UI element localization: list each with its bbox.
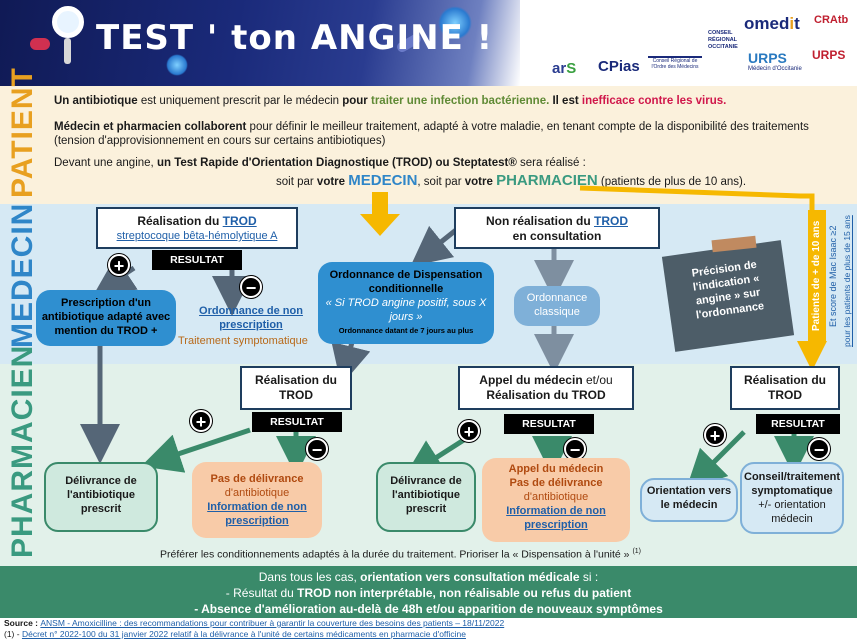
ordonnance-non-prescription: Ordonnance de non prescription: [199, 305, 303, 331]
banner: TEST ' ton ANGINE !: [0, 0, 520, 86]
delivrance-box-2: Délivrance de l'antibiotique prescrit: [376, 462, 476, 532]
patient-line-2: Médecin et pharmacien collaborent pour d…: [54, 121, 809, 133]
plus-icon: +: [458, 420, 480, 442]
virus-icon: [166, 54, 188, 76]
patient-line-4: Devant une angine, un Test Rapide d'Orie…: [54, 157, 586, 169]
trod-medecin-box: Réalisation du TROD streptocoque bêta-hé…: [96, 207, 298, 249]
source-link-decret[interactable]: Décret n° 2022-100 du 31 janvier 2022 re…: [21, 629, 466, 639]
appel-box: Appel du médecin et/ou Réalisation du TR…: [458, 366, 634, 410]
footer-bar: Dans tous les cas, orientation vers cons…: [0, 566, 857, 618]
plus-icon: +: [704, 424, 726, 446]
resultat-pharma-2: RESULTAT: [504, 414, 594, 434]
virus-icon: [438, 6, 472, 40]
minus-icon: −: [306, 438, 328, 460]
conseil-box: Conseil/traitement symptomatique +/- ori…: [740, 462, 844, 534]
orientation-box: Orientation vers le médecin: [640, 478, 738, 522]
plus-icon: +: [190, 410, 212, 432]
resultat-medecin: RESULTAT: [152, 250, 242, 270]
logo-region: CONSEIL RÉGIONAL OCCITANIE: [708, 30, 738, 50]
pas-delivrance-box-1: Pas de délivrance d'antibiotique Informa…: [192, 462, 322, 538]
logo-cratb: CRAtb: [814, 14, 849, 26]
resultat-pharma-3: RESULTAT: [756, 414, 840, 434]
page-title: TEST ' ton ANGINE !: [96, 18, 494, 58]
prescription-box: Prescription d'un antibiotique adapté av…: [36, 290, 176, 346]
minus-icon: −: [240, 276, 262, 298]
logo-omedit: omedit: [744, 14, 800, 33]
section-label-medecin: MEDECIN: [6, 202, 39, 348]
section-label-pharmacien: PHARMACIEN: [6, 344, 39, 558]
plus-icon: +: [108, 254, 130, 276]
delivrance-box-1: Délivrance de l'antibiotique prescrit: [44, 462, 158, 532]
magnifier-handle: [64, 38, 71, 64]
logo-urps: URPS: [812, 48, 846, 62]
source-link-ansm[interactable]: ANSM - Amoxicilline : des recommandation…: [40, 618, 505, 628]
minus-icon: −: [564, 438, 586, 460]
minus-icon: −: [808, 438, 830, 460]
side-label-age15: pour les patients de plus de 15 ans: [842, 215, 852, 347]
pas-delivrance-box-2: Appel du médecin Pas de délivrance d'ant…: [482, 458, 630, 542]
logo-ordre: Conseil Régional de l'Ordre des Médecins: [648, 56, 702, 80]
trod-pharma-box-1: Réalisation du TROD: [240, 366, 352, 410]
preferer-note: Préférer les conditionnements adaptés à …: [160, 548, 642, 561]
source-notes: Source : ANSM - Amoxicilline : des recom…: [4, 618, 505, 639]
precision-note: Précision de l'indication « angine » sur…: [661, 240, 795, 352]
magnifier-icon: [52, 6, 84, 38]
trod-pharma-box-3: Réalisation du TROD: [730, 366, 840, 410]
traitement-symptomatique: Traitement symptomatique: [178, 335, 308, 347]
section-label-patient: PATIENT: [6, 67, 39, 198]
resultat-pharma-1: RESULTAT: [252, 412, 342, 432]
patient-line-1: Un antibiotique est uniquement prescrit …: [54, 95, 727, 107]
ordonnance-classique-box: Ordonnance classique: [514, 286, 600, 326]
logo-ars: arS: [552, 60, 577, 77]
virus-icon: [30, 38, 50, 50]
non-trod-box: Non réalisation du TROD en consultation: [454, 207, 660, 249]
section-patient: PATIENT: [0, 67, 857, 204]
patient-line-3: (tension d'approvisionnement en cours su…: [54, 135, 386, 147]
logo-cpias: CPias: [598, 58, 640, 75]
patient-line-5: soit par votre MEDECIN, soit par votre P…: [276, 172, 747, 189]
side-label-score: Et score de Mac Isaac ≥2: [828, 225, 838, 327]
ordonnance-conditionnelle-box: Ordonnance de Dispensation conditionnell…: [318, 262, 494, 344]
side-label-age: Patients de + de 10 ans: [808, 210, 826, 342]
